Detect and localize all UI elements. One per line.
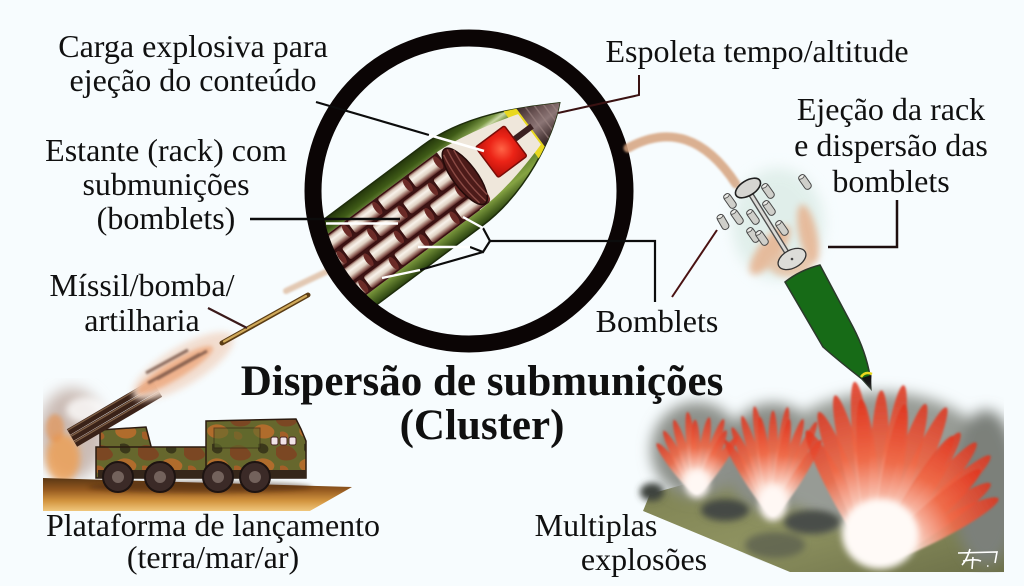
backblast-fire [46,434,80,482]
truck-wheel [202,461,234,493]
leader-lines [207,75,899,329]
missile-launch-plume [132,331,234,401]
title-line: Dispersão de submunições [240,358,724,406]
label-line: submunições [82,166,250,203]
hot-cores [685,470,918,569]
rockets-in-exhaust [145,348,208,385]
launch-platform-scene [43,331,352,511]
label-line: explosões [580,540,708,577]
truck-wheel [144,461,176,493]
fuze-rings [518,84,574,147]
label-rack: Estante (rack) com submunições (bomblets… [0,131,366,237]
wheel-hub [112,471,124,483]
leader-ejected-bomblets [671,229,718,298]
leader-bomblets-branch [469,240,491,254]
leader-rack-ejection [828,200,899,249]
missile-highlight [222,294,308,343]
wheel-hub [212,471,224,483]
label-line: (terra/mar/ar) [126,539,300,576]
dark-smoke [701,499,749,521]
explosion-core [842,499,918,569]
label-fuze: Espoleta tempo/altitude [557,32,957,69]
end-plate-rings [442,149,488,204]
leader-explosive-charge-highlight [428,133,485,153]
fuze-rod [511,123,534,143]
label-rack-ejection: Ejeção da rack e dispersão das bomblets [691,91,1024,199]
trajectory-trail [623,132,741,189]
dark-smoke [745,532,805,558]
label-line: e dispersão das [794,126,988,163]
missile-smoke-trail [283,267,333,294]
leader-bomblets-branch [419,250,484,272]
dispenser-body [784,264,872,392]
dispenser-nose-tip [862,375,872,389]
wheel-hub [249,471,261,483]
label-launch-platform: Plataforma de lançamento (terra/mar/ar) [13,509,413,574]
label-line: (bomblets) [96,200,236,237]
leader-bomblets-bracket [482,227,657,302]
ejected-bomblet [715,212,731,232]
flash-plume [797,204,819,264]
explosion-core [685,470,709,498]
launch-ground-area [43,388,352,511]
label-line: Carga explosiva para [58,27,328,64]
title-line: (Cluster) [399,401,565,449]
leader-bomblets-highlight [381,268,421,280]
rocket-launcher-truck [88,418,312,493]
rear-plate-bolt [790,257,794,261]
truck-wheel [102,461,134,493]
leader-fuze [557,75,640,114]
cab-door [213,427,261,449]
label-multiple-explosions-line-1: Multiplas [396,508,796,543]
label-bomblets: Bomblets [457,302,857,339]
rack-front-plate [734,177,762,199]
label-line: Bomblets [595,302,719,339]
wheel-hub [154,471,166,483]
leader-explosive-charge [315,100,430,137]
cab-window [279,436,288,446]
label-line: Multiplas [534,507,658,544]
leader-bomblets-highlight [462,215,484,230]
magnifier-ring [304,29,634,353]
ground-smoke [640,483,840,558]
explosion-core [759,485,787,521]
label-delivery-vehicle: Míssil/bomba/ artilharia [0,268,342,338]
label-line: Plataforma de lançamento [45,507,381,544]
artist-signature [957,548,998,570]
label-multiple-explosions-line-2: explosões [444,540,844,577]
missile-in-flight [219,267,333,346]
rack-spine-highlight [748,191,791,258]
explosive-charge-box [475,125,527,178]
multiple-explosions-scene [640,381,1004,572]
cab-window [288,436,297,446]
label-line: Espoleta tempo/altitude [605,32,909,69]
truck-wheel [239,461,271,493]
label-explosive-charge: Carga explosiva para ejeção do conteúdo [0,27,393,99]
label-line: Estante (rack) com [45,131,287,168]
cab-window [270,436,279,446]
dark-smoke [640,483,664,501]
label-line: Ejeção da rack [796,90,986,127]
label-line: bomblets [832,162,950,199]
truck-chassis [98,470,306,478]
dispenser-fuze-band [859,371,873,378]
label-line: ejeção do conteúdo [69,62,317,99]
label-line: artilharia [84,302,200,339]
backblast-fire [46,414,64,442]
leader-delivery-vehicle [207,307,248,329]
label-line: Míssil/bomba/ [49,267,235,304]
rack-ejection-scene [623,132,873,392]
diagram-title: Dispersão de submunições (Cluster) [232,360,732,447]
dark-smoke [784,510,840,534]
